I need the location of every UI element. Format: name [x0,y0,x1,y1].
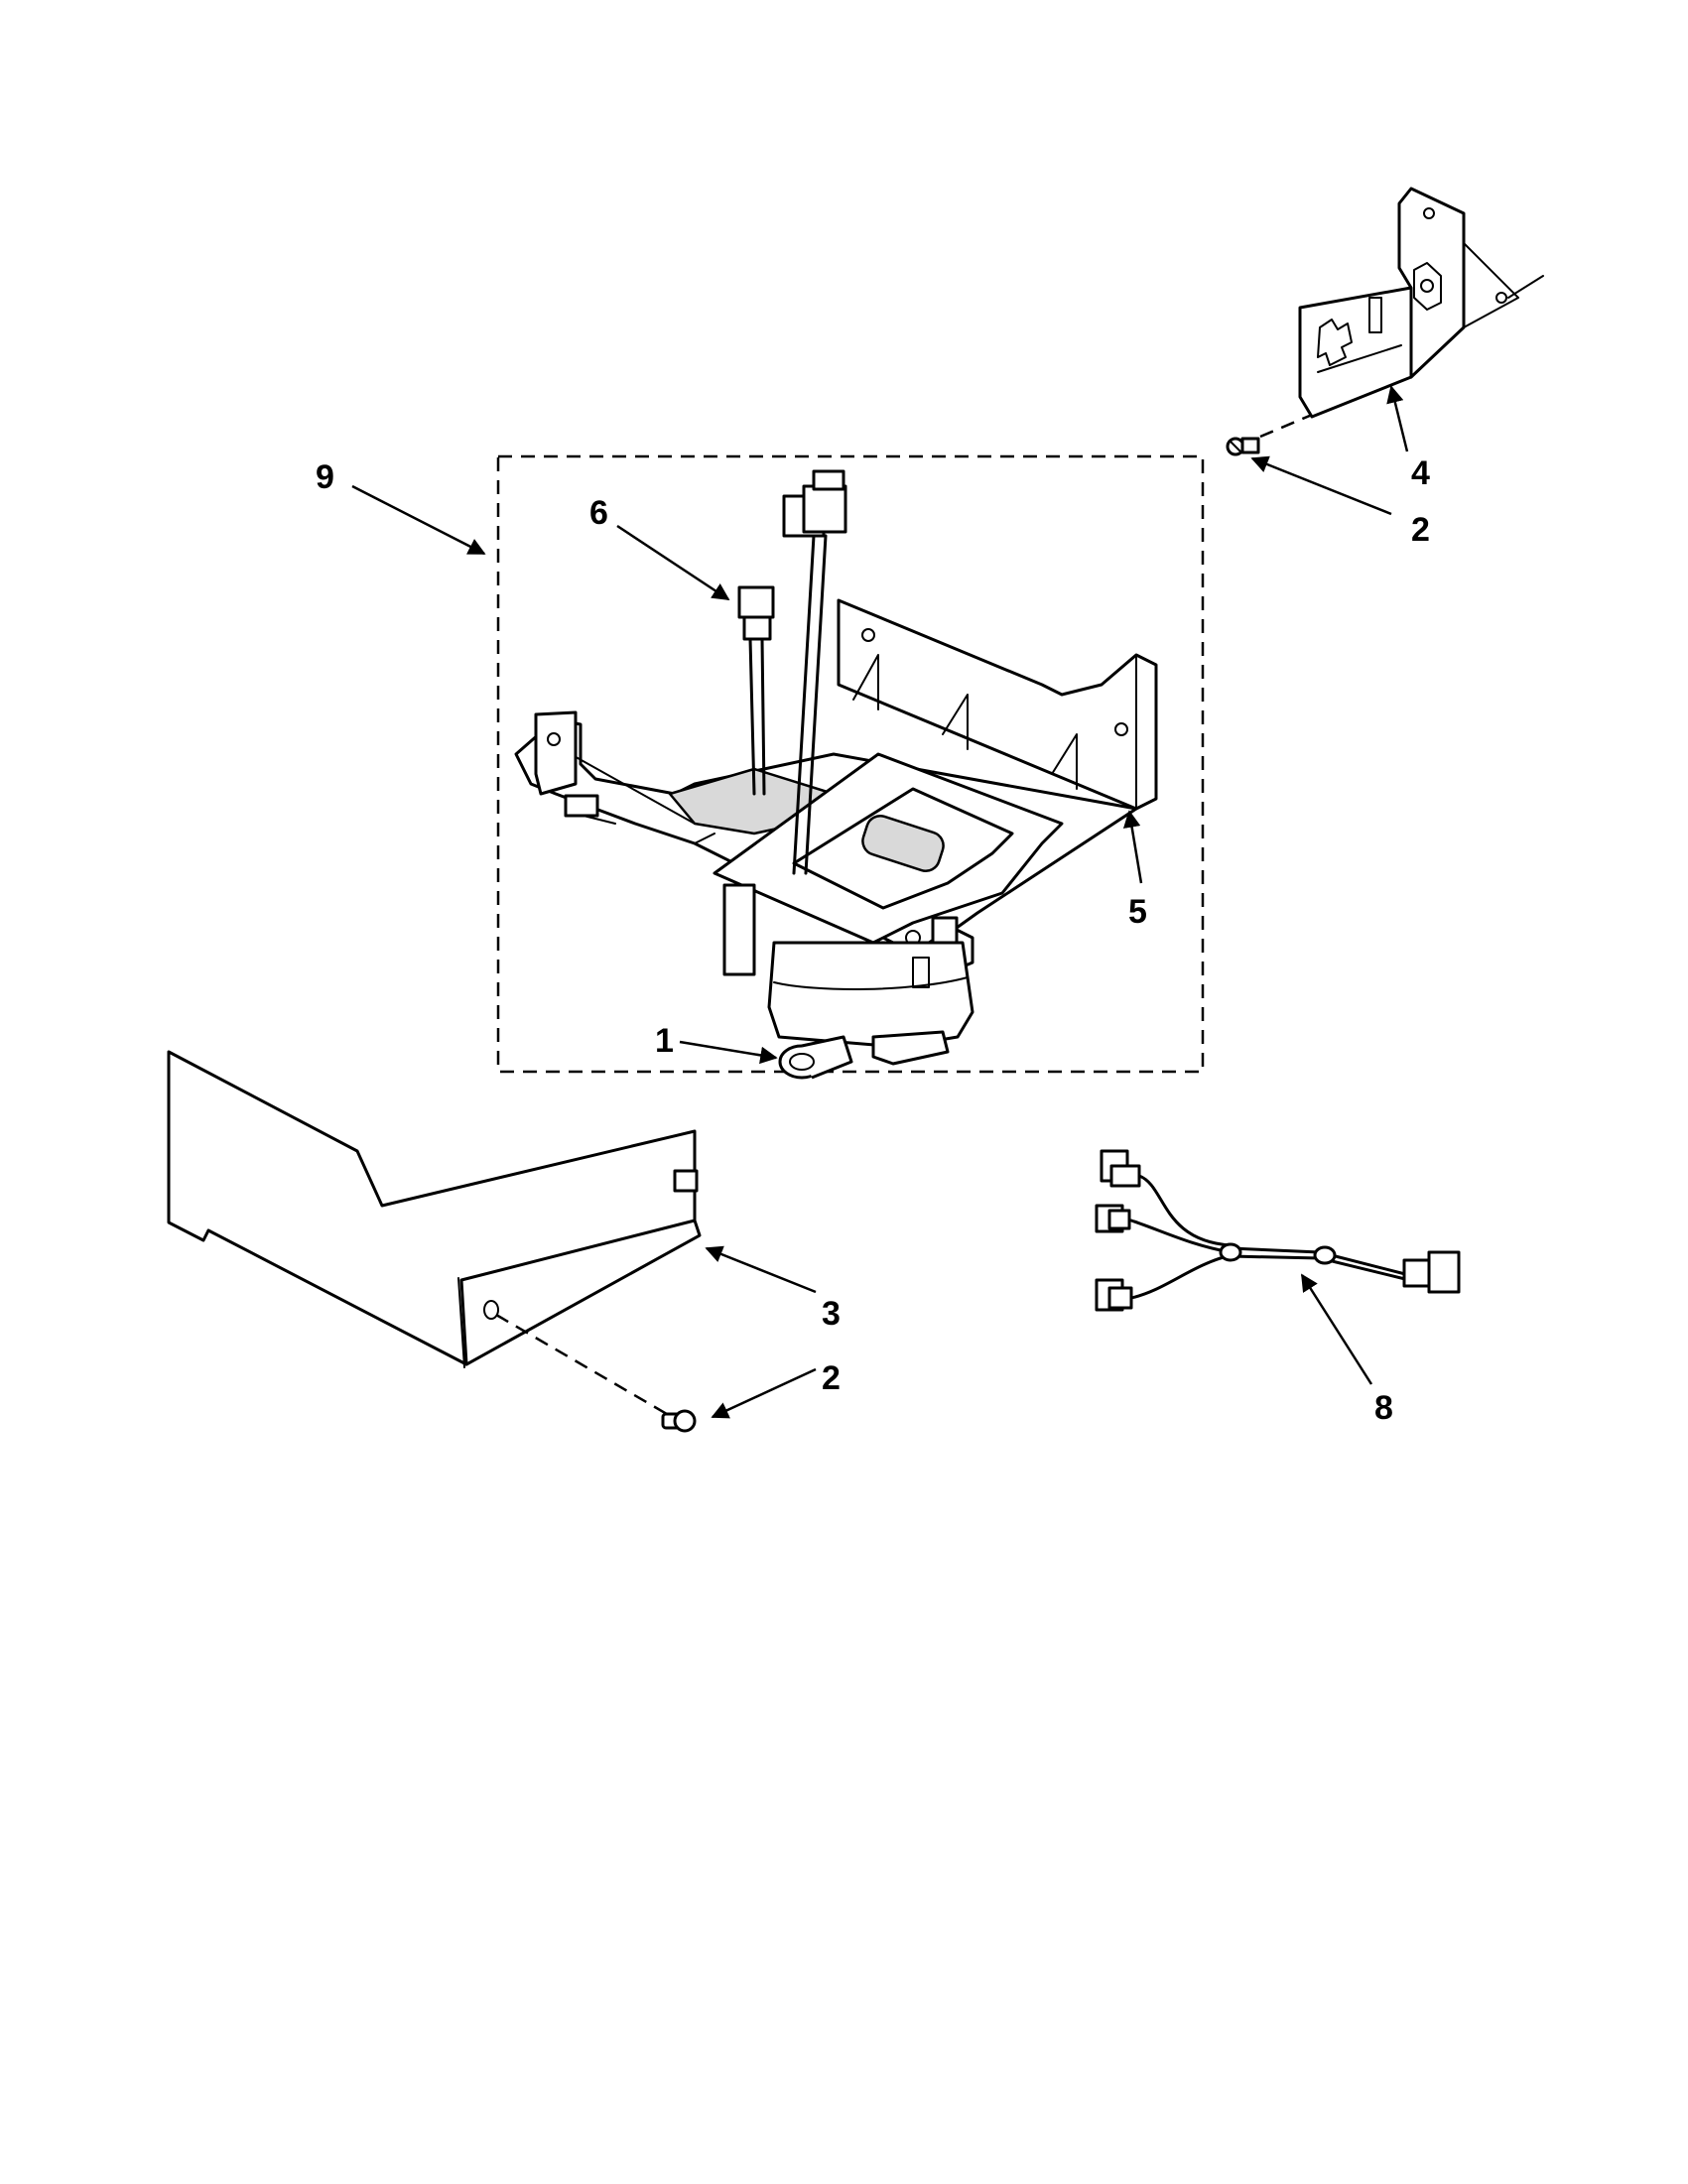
callout-4: 4 [1411,454,1430,492]
callout-9: 9 [316,458,334,496]
cover-panel-part-3 [167,1050,702,1368]
connector-part-6 [737,469,847,875]
bracket-part-4 [1298,187,1544,419]
callout-6: 6 [589,494,608,532]
callout-labels: 9 6 4 2 5 1 3 2 8 [316,454,1430,1427]
leader-lines [351,385,1409,1419]
pump-part-1 [722,883,974,1080]
callout-3: 3 [822,1295,841,1333]
callout-2-lower: 2 [822,1359,841,1397]
wire-harness-part-8 [1095,1149,1461,1312]
callout-8: 8 [1374,1389,1393,1427]
callout-2-upper: 2 [1411,511,1430,549]
mounting-tray-part-5 [514,598,1158,979]
assembly-boundary [496,454,1205,1074]
screw-upper [1226,437,1260,456]
callout-1: 1 [655,1022,674,1060]
callout-5: 5 [1128,893,1147,931]
screw-lower [661,1409,697,1433]
